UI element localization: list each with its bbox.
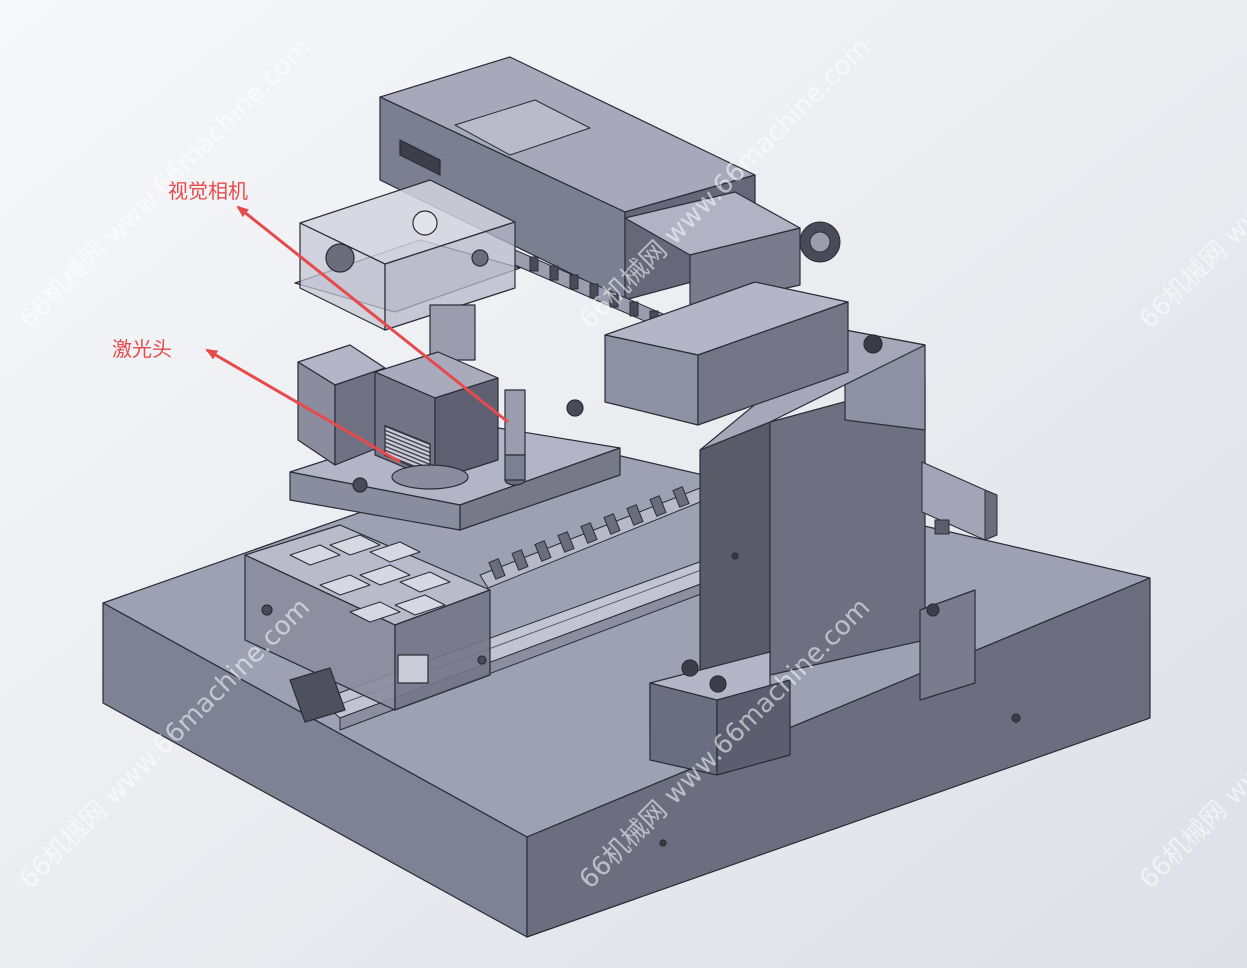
right-motor <box>921 461 998 541</box>
pillar-foot <box>649 589 976 776</box>
laser-head-assembly <box>297 344 584 493</box>
camera-callout-label: 视觉相机 <box>168 179 248 203</box>
laser-callout-label: 激光头 <box>112 337 172 361</box>
fixture-tray <box>244 524 491 723</box>
right-pillar <box>699 329 926 706</box>
callout-arrows <box>205 205 509 464</box>
carriage-boxes <box>604 191 849 426</box>
lower-drag-chain <box>479 486 706 589</box>
laser-arrow <box>205 348 401 464</box>
vision-camera-assembly <box>294 179 521 361</box>
camera-arrow <box>236 205 509 424</box>
